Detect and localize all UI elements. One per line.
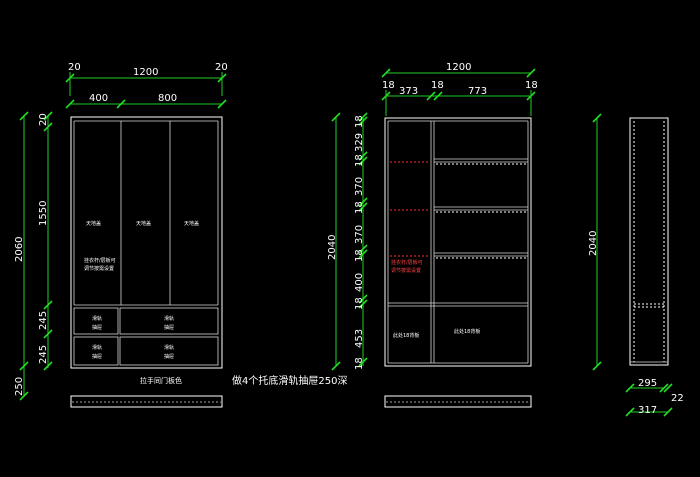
drawer-a-line2: 抽屉 (92, 324, 102, 331)
drawer-c-line2: 抽屉 (92, 353, 102, 360)
int-dim-s1: 18 (354, 115, 365, 128)
dim-left-drawer1: 245 (38, 311, 49, 330)
dim-left-main: 1550 (38, 201, 49, 226)
door2-label: 天地盖 (136, 220, 151, 227)
side-view: 2040 295 22 317 (588, 113, 684, 417)
int-dim-top-total: 1200 (446, 62, 471, 73)
interior-view: 1200 18 373 18 773 18 2040 18 329 18 (232, 62, 538, 408)
dim-left-drawer2: 245 (38, 345, 49, 364)
side-dim-317: 317 (638, 405, 657, 416)
int-dim-s7: 18 (354, 249, 365, 262)
dim-top-right-cols: 800 (158, 93, 177, 104)
dim-left-base: 250 (14, 377, 25, 396)
int-dim-s8: 400 (354, 273, 365, 292)
drawer-b-line2: 抽屉 (164, 324, 174, 331)
int-dim-s11: 18 (354, 357, 365, 370)
front-note-line1: 挂衣杆/层板可 (84, 257, 116, 264)
int-bottom-right: 此处18背板 (454, 328, 480, 335)
dim-top-left-col: 400 (89, 93, 108, 104)
handle-note: 拉手同门板色 (140, 376, 182, 385)
int-dim-s4: 370 (354, 177, 365, 196)
int-bottom-left: 此处18背板 (393, 332, 419, 339)
dim-left-top: 20 (38, 113, 49, 126)
int-dim-s10: 453 (354, 329, 365, 348)
int-dim-s2: 329 (354, 133, 365, 152)
int-dim-s6: 370 (354, 225, 365, 244)
int-dim-18-left: 18 (382, 80, 395, 91)
side-dim-295: 295 (638, 378, 657, 389)
int-dim-18-mid: 18 (431, 80, 444, 91)
int-red-note2: 调节按需设置 (391, 267, 421, 274)
dim-top-left-margin: 20 (68, 62, 81, 73)
int-dim-s3: 18 (354, 154, 365, 167)
int-dim-s9: 18 (354, 297, 365, 310)
drawer-d-line2: 抽屉 (164, 353, 174, 360)
int-red-note1: 挂衣杆/层板可 (391, 259, 423, 266)
dim-top-total: 1200 (133, 67, 158, 78)
side-dim-22: 22 (671, 393, 684, 404)
drawer-d-line1: 滑轨 (164, 344, 174, 351)
front-note-line2: 调节按需设置 (84, 265, 114, 272)
int-main-note: 做4个托底滑轨抽屉250深 (232, 374, 347, 387)
door3-label: 天地盖 (184, 220, 199, 227)
front-view: 20 1200 20 400 800 2060 250 20 1550 245 … (14, 62, 228, 408)
dim-left-total: 2060 (14, 237, 25, 262)
int-dim-18-right: 18 (525, 80, 538, 91)
int-dim-s5: 18 (354, 201, 365, 214)
dim-top-right-margin: 20 (215, 62, 228, 73)
drawer-c-line1: 滑轨 (92, 344, 102, 351)
drawer-b-line1: 滑轨 (164, 315, 174, 322)
drawer-a-line1: 滑轨 (92, 315, 102, 322)
int-dim-left-total: 2040 (327, 235, 338, 260)
door1-label: 天地盖 (86, 220, 101, 227)
int-dim-373: 373 (399, 86, 418, 97)
side-dim-left-total: 2040 (588, 231, 599, 256)
int-dim-773: 773 (468, 86, 487, 97)
